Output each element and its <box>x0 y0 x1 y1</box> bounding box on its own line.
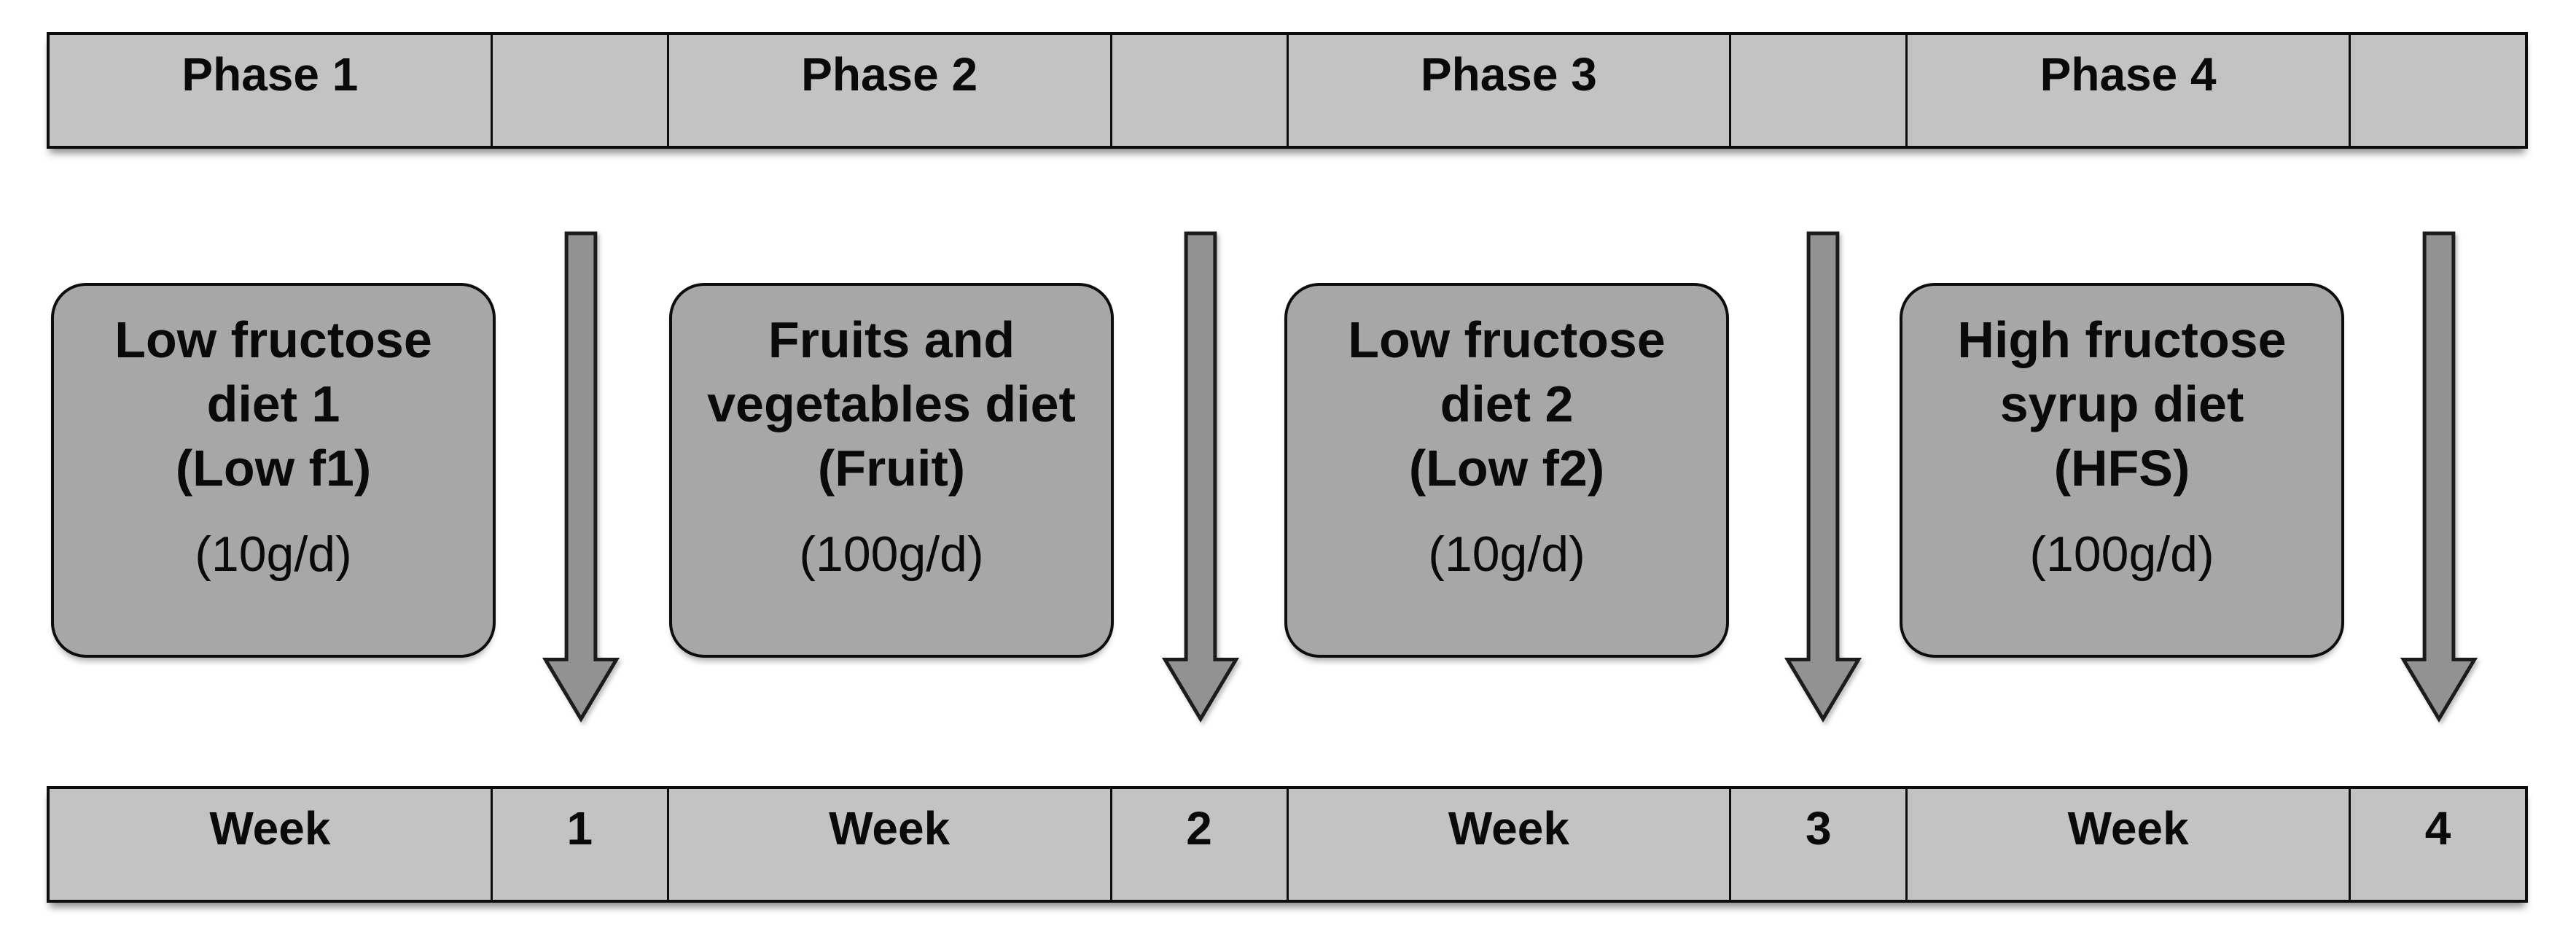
diet-box-dose: (100g/d) <box>799 526 984 582</box>
phase-spacer-cell-3 <box>1729 35 1905 146</box>
diet-box-dose: (10g/d) <box>195 526 352 582</box>
spacer <box>672 500 1111 522</box>
phase-spacer-cell-4 <box>2349 35 2525 146</box>
week-label-cell-4: Week <box>1905 789 2349 900</box>
phase-spacer-cell-2 <box>1109 35 1287 146</box>
diet-box-title-line: (Fruit) <box>817 440 966 497</box>
week-bar: Week 1 Week 2 Week 3 Week 4 <box>47 786 2528 903</box>
spacer <box>54 500 493 522</box>
down-arrow-icon <box>2400 231 2478 723</box>
week-label-cell-3: Week <box>1286 789 1730 900</box>
spacer <box>1287 500 1726 522</box>
week-number-cell-3: 3 <box>1729 789 1905 900</box>
diet-box-title-line: Fruits and <box>768 311 1015 368</box>
week-number-cell-1: 1 <box>490 789 667 900</box>
diet-box-dose: (100g/d) <box>2029 526 2214 582</box>
diet-box-title-line: High fructose <box>1957 311 2287 368</box>
diet-box-title-line: Low fructose <box>1348 311 1666 368</box>
diet-box-fruit: Fruits and vegetables diet (Fruit) (100g… <box>669 283 1114 658</box>
diet-box-low-f1: Low fructose diet 1 (Low f1) (10g/d) <box>51 283 496 658</box>
phase-bar: Phase 1 Phase 2 Phase 3 Phase 4 <box>47 32 2528 149</box>
phase-2-cell: Phase 2 <box>666 35 1110 146</box>
diet-box-title-line: (HFS) <box>2053 440 2190 497</box>
week-number-cell-2: 2 <box>1109 789 1287 900</box>
diet-box-title-line: (Low f1) <box>175 440 372 497</box>
week-number-cell-4: 4 <box>2349 789 2525 900</box>
diet-box-dose: (10g/d) <box>1428 526 1585 582</box>
phase-1-cell: Phase 1 <box>182 48 359 101</box>
diet-box-title-line: diet 1 <box>206 376 340 432</box>
diet-box-low-f2: Low fructose diet 2 (Low f2) (10g/d) <box>1284 283 1729 658</box>
down-arrow-icon <box>1161 231 1240 723</box>
week-label-cell-1: Week <box>209 802 331 855</box>
phase-3-cell: Phase 3 <box>1286 35 1730 146</box>
diet-box-title-line: (Low f2) <box>1408 440 1605 497</box>
phase-4-cell: Phase 4 <box>1905 35 2349 146</box>
spacer <box>1902 500 2341 522</box>
down-arrow-icon <box>1784 231 1862 723</box>
diet-box-title-line: diet 2 <box>1440 376 1574 432</box>
down-arrow-icon <box>542 231 620 723</box>
phase-spacer-cell-1 <box>490 35 667 146</box>
diet-box-title-line: Low fructose <box>114 311 432 368</box>
diet-box-title-line: syrup diet <box>1999 376 2244 432</box>
diet-box-title-line: vegetables diet <box>707 376 1076 432</box>
week-label-cell-2: Week <box>666 789 1110 900</box>
diet-box-hfs: High fructose syrup diet (HFS) (100g/d) <box>1900 283 2344 658</box>
